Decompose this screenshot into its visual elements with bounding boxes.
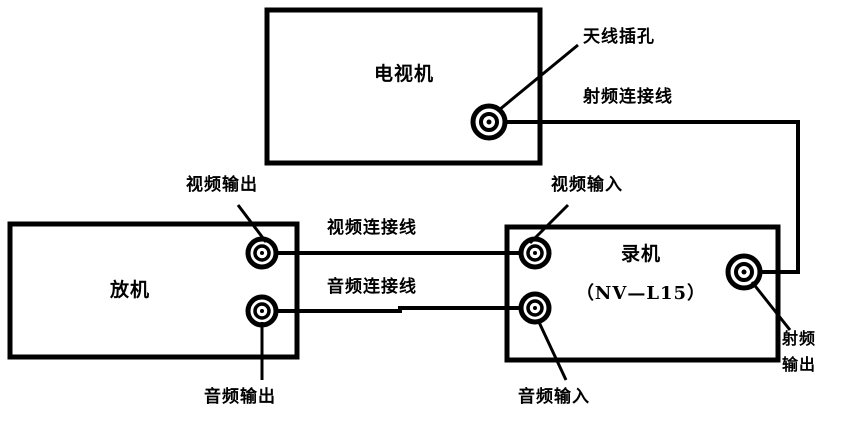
device-box-recorder (504, 224, 781, 363)
label-audio-out: 音频输出 (204, 387, 276, 407)
cable-audio (262, 306, 535, 313)
device-box-player (7, 221, 300, 360)
cable-rf (489, 120, 800, 274)
jack-tv-antenna (470, 103, 508, 141)
jack-player-video-out (245, 236, 279, 270)
jack-recorder-video-in (518, 236, 552, 270)
label-video-in: 视频输入 (551, 175, 623, 195)
label-audio-cable: 音频连接线 (327, 277, 417, 297)
device-label-tv: 电视机 (373, 63, 435, 85)
leader-antenna-jack (498, 43, 579, 112)
label-rf-out-line1: 射频 (782, 329, 817, 348)
device-label-player: 放机 (109, 279, 151, 301)
device-model-recorder: （NV—L15） (575, 283, 707, 304)
leader-video-out (236, 204, 268, 243)
device-box-tv (264, 7, 543, 166)
label-rf-cable: 射频连接线 (583, 87, 673, 107)
label-video-cable: 视频连接线 (327, 218, 417, 238)
label-video-out: 视频输出 (186, 175, 258, 195)
jack-player-audio-out (245, 294, 279, 328)
device-label-recorder: 录机 (620, 243, 662, 265)
jack-recorder-rf-out (725, 253, 763, 291)
label-audio-in: 音频输入 (518, 387, 590, 407)
jack-recorder-audio-in (518, 291, 552, 325)
leader-video-in (528, 203, 570, 245)
label-rf-out-line2: 输出 (782, 355, 817, 374)
label-antenna-jack: 天线插孔 (583, 27, 655, 47)
leader-rf-out (750, 281, 792, 331)
leader-audio-in (536, 319, 568, 381)
